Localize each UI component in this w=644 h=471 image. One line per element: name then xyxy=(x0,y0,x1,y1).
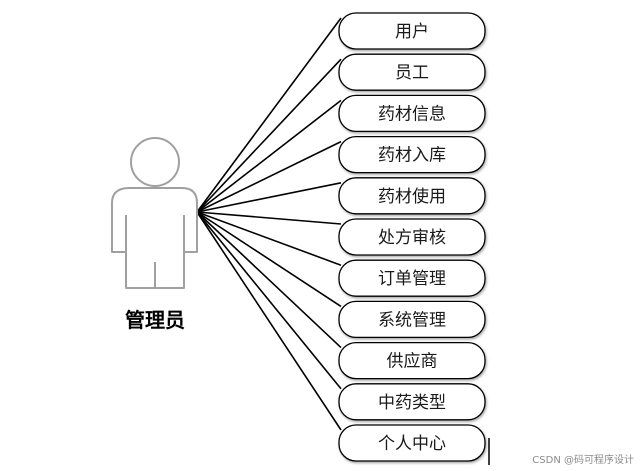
use-case-item: 用户 xyxy=(338,12,486,50)
actor-head xyxy=(130,137,180,187)
use-case-label: 药材使用 xyxy=(378,186,446,207)
actor-body xyxy=(111,187,198,289)
use-case-oval xyxy=(338,53,486,91)
use-case-item: 药材信息 xyxy=(338,94,486,133)
actor-label: 管理员 xyxy=(125,308,185,332)
association-line xyxy=(196,211,342,349)
association-line xyxy=(196,211,342,225)
use-case-oval xyxy=(338,383,486,421)
use-case-item: 药材使用 xyxy=(338,177,486,215)
association-line xyxy=(196,58,342,213)
association-line xyxy=(196,211,342,266)
use-case-oval xyxy=(338,177,486,215)
use-case-oval xyxy=(338,94,486,133)
use-case-label: 系统管理 xyxy=(378,310,446,330)
actor-figure xyxy=(111,137,198,289)
use-case-oval xyxy=(338,259,486,297)
use-case-label: 用户 xyxy=(395,22,429,42)
use-case-oval xyxy=(338,300,486,339)
use-case-item: 药材入库 xyxy=(338,135,486,174)
association-line xyxy=(196,211,342,431)
use-case-oval xyxy=(338,12,486,50)
use-case-label: 中药类型 xyxy=(378,393,446,413)
use-case-item: 员工 xyxy=(338,53,486,91)
use-case-item: 供应商 xyxy=(338,341,486,380)
use-case-label: 员工 xyxy=(395,63,429,83)
use-case-label: 药材信息 xyxy=(378,104,446,124)
use-case-oval xyxy=(338,341,486,380)
use-case-item: 订单管理 xyxy=(338,259,486,297)
use-case-oval xyxy=(338,424,486,462)
use-case-item: 处方审核 xyxy=(338,218,486,256)
use-case-oval xyxy=(338,218,486,256)
use-case-label: 供应商 xyxy=(387,352,438,372)
use-case-item: 系统管理 xyxy=(338,300,486,339)
use-case-label: 处方审核 xyxy=(378,228,446,248)
use-case-label: 个人中心 xyxy=(378,434,446,454)
use-case-item: 中药类型 xyxy=(338,383,486,421)
watermark: CSDN @码可程序设计 xyxy=(532,453,634,466)
use-case-label: 订单管理 xyxy=(378,269,446,289)
association-line xyxy=(196,182,342,213)
association-lines xyxy=(196,17,342,431)
association-line xyxy=(196,211,342,308)
use-case-oval xyxy=(338,135,486,174)
association-line xyxy=(196,17,342,213)
association-line xyxy=(196,99,342,213)
association-line xyxy=(196,140,342,213)
use-case-label: 药材入库 xyxy=(378,146,446,166)
use-case-item: 个人中心 xyxy=(338,424,486,462)
association-line xyxy=(196,211,342,390)
